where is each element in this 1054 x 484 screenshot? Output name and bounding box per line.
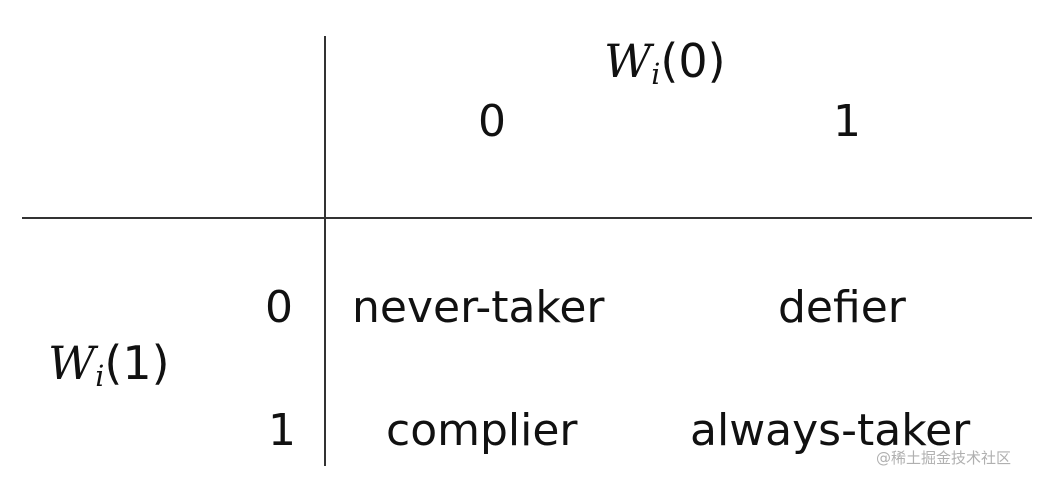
column-value-0: 0 — [478, 96, 506, 147]
row-header-argument: (1) — [104, 336, 170, 390]
row-value-0: 0 — [265, 282, 293, 333]
column-header-subscript: i — [651, 58, 661, 92]
column-header-argument: (0) — [660, 34, 726, 88]
vertical-divider — [324, 36, 326, 466]
cell-complier: complier — [386, 405, 578, 456]
watermark: @稀土掘金技术社区 — [876, 449, 1012, 467]
row-header-symbol: W — [48, 336, 96, 390]
horizontal-divider — [22, 217, 1032, 219]
row-value-1: 1 — [268, 405, 296, 456]
column-header-wi0: Wi(0) — [604, 34, 726, 91]
column-value-1: 1 — [833, 96, 861, 147]
cell-defier: defier — [778, 282, 906, 333]
cell-always-taker: always-taker — [690, 405, 971, 456]
row-header-subscript: i — [95, 360, 105, 394]
column-header-symbol: W — [604, 34, 652, 88]
cell-never-taker: never-taker — [352, 282, 605, 333]
row-header-wi1: Wi(1) — [48, 336, 170, 393]
